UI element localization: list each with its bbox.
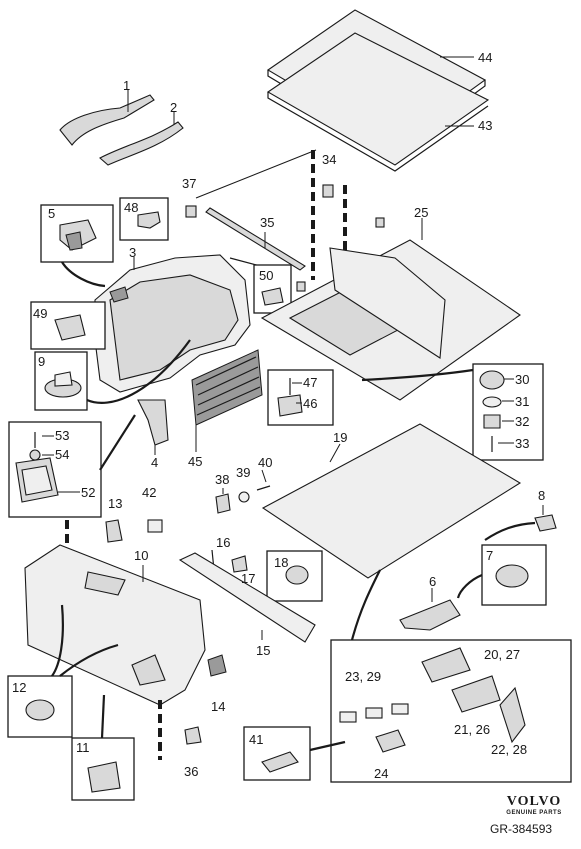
sill-panel-15 <box>178 552 316 643</box>
pad-6 <box>399 599 461 631</box>
label-32: 32 <box>515 414 529 429</box>
label-12: 12 <box>12 680 26 695</box>
clip-38 <box>215 493 231 514</box>
clip-34 <box>322 184 334 198</box>
clip-13 <box>105 519 123 543</box>
label-37: 37 <box>182 176 196 191</box>
label-39: 39 <box>236 465 250 480</box>
trim-strip-2 <box>99 121 184 166</box>
label-42: 42 <box>142 485 156 500</box>
label-1: 1 <box>123 78 130 93</box>
label-43: 43 <box>478 118 492 133</box>
label-23-29: 23, 29 <box>345 669 381 684</box>
label-24: 24 <box>374 766 388 781</box>
label-17: 17 <box>241 571 255 586</box>
label-25: 25 <box>414 205 428 220</box>
side-trim-panel-3 <box>94 254 251 393</box>
label-47: 47 <box>303 375 317 390</box>
trim-strip-1 <box>59 94 155 146</box>
label-9: 9 <box>38 354 45 369</box>
label-53: 53 <box>55 428 69 443</box>
label-46: 46 <box>303 396 317 411</box>
detail-box-12 <box>7 675 73 738</box>
detail-box-50 <box>253 264 292 314</box>
label-49: 49 <box>33 306 47 321</box>
label-6: 6 <box>429 574 436 589</box>
label-10: 10 <box>134 548 148 563</box>
rear-panel-10 <box>24 544 206 706</box>
detail-box-52-53-54 <box>8 421 102 518</box>
block-42 <box>147 519 163 533</box>
floor-mat-19 <box>261 423 522 579</box>
label-22-28: 22, 28 <box>491 742 527 757</box>
detail-box-18 <box>266 550 323 602</box>
label-41: 41 <box>249 732 263 747</box>
label-20-27: 20, 27 <box>484 647 520 662</box>
label-36: 36 <box>184 764 198 779</box>
clip-14 <box>207 654 227 677</box>
detail-box-48 <box>119 197 169 241</box>
label-54: 54 <box>55 447 69 462</box>
detail-box-20-29 <box>330 639 572 783</box>
label-48: 48 <box>124 200 138 215</box>
label-44: 44 <box>478 50 492 65</box>
brand-name: VOLVO <box>506 794 562 809</box>
label-30: 30 <box>515 372 529 387</box>
detail-box-9 <box>34 351 88 411</box>
clip-34b <box>375 217 385 228</box>
cargo-net-45 <box>191 349 263 426</box>
label-2: 2 <box>170 100 177 115</box>
detail-box-46-47 <box>267 369 334 426</box>
label-52: 52 <box>81 485 95 500</box>
label-45: 45 <box>188 454 202 469</box>
label-3: 3 <box>129 245 136 260</box>
label-18: 18 <box>274 555 288 570</box>
clip-17 <box>231 555 248 573</box>
label-4: 4 <box>151 455 158 470</box>
washer-39 <box>238 491 250 503</box>
strip-35 <box>205 207 306 271</box>
clip-34c <box>296 281 306 292</box>
label-15: 15 <box>256 643 270 658</box>
detail-box-49 <box>30 301 106 350</box>
label-40: 40 <box>258 455 272 470</box>
load-floor-25 <box>260 239 521 401</box>
diagram-reference: GR-384593 <box>490 822 553 836</box>
label-13: 13 <box>108 496 122 511</box>
brand-subtitle: GENUINE PARTS <box>506 810 562 816</box>
bracket-4 <box>137 399 169 446</box>
detail-box-41 <box>243 726 311 781</box>
label-5: 5 <box>48 206 55 221</box>
label-31: 31 <box>515 394 529 409</box>
detail-box-5 <box>40 204 114 263</box>
label-16: 16 <box>216 535 230 550</box>
clip-37 <box>185 205 197 218</box>
label-19: 19 <box>333 430 347 445</box>
screw-40 <box>256 485 271 491</box>
label-8: 8 <box>538 488 545 503</box>
floor-mat-43 <box>266 32 490 172</box>
detail-box-30-33 <box>472 363 544 461</box>
label-33: 33 <box>515 436 529 451</box>
label-50: 50 <box>259 268 273 283</box>
pad-8 <box>534 514 557 532</box>
label-38: 38 <box>215 472 229 487</box>
label-34: 34 <box>322 152 336 167</box>
label-21-26: 21, 26 <box>454 722 490 737</box>
label-35: 35 <box>260 215 274 230</box>
label-11: 11 <box>76 740 90 755</box>
brand-logo: VOLVO GENUINE PARTS <box>494 795 574 817</box>
clip-36 <box>184 726 202 745</box>
label-14: 14 <box>211 699 225 714</box>
detail-box-7 <box>481 544 547 606</box>
label-7: 7 <box>486 548 493 563</box>
